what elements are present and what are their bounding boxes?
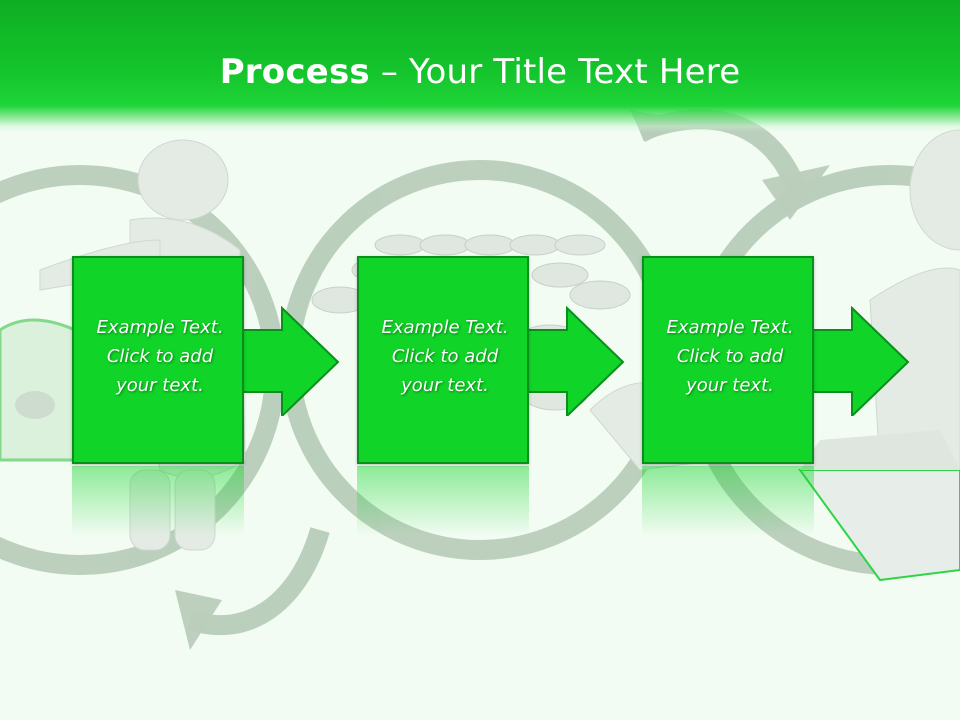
reflection-step-3 bbox=[642, 466, 814, 536]
reflection-step-2 bbox=[357, 466, 529, 536]
laptop-icon bbox=[798, 430, 960, 582]
step-box[interactable]: Example Text. Click to add your text. bbox=[72, 256, 244, 464]
step-text[interactable]: Example Text. Click to add your text. bbox=[666, 317, 794, 396]
step-text[interactable]: Example Text. Click to add your text. bbox=[381, 317, 509, 396]
arrow-right-icon bbox=[812, 306, 910, 416]
title-rest: – Your Title Text Here bbox=[369, 52, 741, 92]
arrowhead-bottom-icon bbox=[175, 590, 222, 650]
arrowhead-right-icon bbox=[762, 165, 830, 220]
arrow-right-icon bbox=[527, 306, 625, 416]
title-bold: Process bbox=[219, 52, 370, 92]
arrow-right-icon bbox=[242, 306, 340, 416]
reflection-step-1 bbox=[72, 466, 244, 536]
header-band bbox=[0, 0, 960, 132]
step-text[interactable]: Example Text. Click to add your text. bbox=[96, 317, 224, 396]
car-left bbox=[0, 318, 77, 462]
slide-title[interactable]: Process – Your Title Text Here bbox=[0, 52, 960, 92]
step-box[interactable]: Example Text. Click to add your text. bbox=[642, 256, 814, 464]
step-box[interactable]: Example Text. Click to add your text. bbox=[357, 256, 529, 464]
curved-arrow-bottom bbox=[186, 527, 330, 636]
